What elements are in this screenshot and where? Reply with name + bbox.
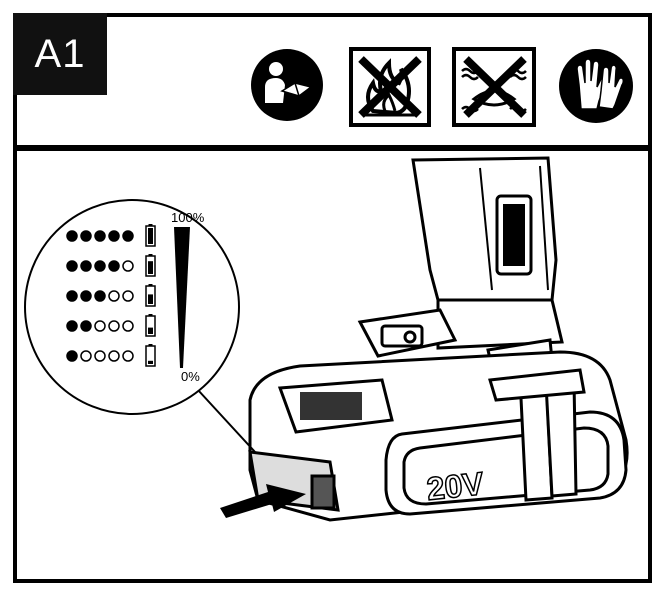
- drill-handle: [357, 156, 564, 370]
- wear-gloves-icon: [559, 49, 633, 123]
- push-arrow: [220, 484, 306, 518]
- led-on-dot: [66, 260, 78, 272]
- led-on-dot: [80, 260, 92, 272]
- battery-glyph-cap: [148, 224, 153, 226]
- led-off-dot: [122, 290, 134, 302]
- led-on-dot: [66, 290, 78, 302]
- led-on-dot: [94, 260, 106, 272]
- led-on-dot: [80, 320, 92, 332]
- battery-glyph-cap: [148, 254, 153, 256]
- battery-glyph-cap: [148, 344, 153, 346]
- led-on-dot: [108, 230, 120, 242]
- charge-level-row: [66, 314, 156, 337]
- led-off-dot: [94, 320, 106, 332]
- no-fire-icon: [349, 47, 431, 127]
- battery-glyph-cap: [148, 314, 153, 316]
- panel-label: A1: [34, 32, 86, 76]
- charge-gradient-wedge: [174, 227, 190, 368]
- battery-glyph-fill: [148, 327, 153, 334]
- battery-glyph-fill: [148, 360, 153, 364]
- label-100-percent: 100%: [171, 210, 205, 225]
- battery-glyph-fill: [148, 294, 153, 304]
- led-off-dot: [108, 320, 120, 332]
- battery-voltage-label: 20V: [425, 465, 486, 507]
- led-off-dot: [122, 320, 134, 332]
- battery-glyph-icon: [145, 315, 156, 337]
- led-on-dot: [122, 230, 134, 242]
- read-manual-icon: [251, 49, 323, 121]
- charge-level-rows: [66, 224, 156, 367]
- led-on-dot: [66, 350, 78, 362]
- label-0-percent: 0%: [181, 369, 200, 384]
- charge-level-row: [66, 284, 156, 307]
- led-on-dot: [94, 290, 106, 302]
- led-on-dot: [80, 290, 92, 302]
- callout-line: [197, 389, 256, 453]
- led-off-dot: [122, 350, 134, 362]
- charge-level-row: [66, 344, 156, 367]
- led-off-dot: [80, 350, 92, 362]
- led-off-dot: [94, 350, 106, 362]
- battery-glyph-fill: [148, 228, 153, 244]
- charge-level-row: [66, 224, 156, 247]
- panel-label-box: A1: [13, 13, 107, 95]
- led-on-dot: [66, 320, 78, 332]
- battery-glyph-fill: [148, 261, 153, 274]
- led-off-dot: [108, 350, 120, 362]
- charge-level-row: [66, 254, 156, 277]
- led-on-dot: [80, 230, 92, 242]
- led-off-dot: [108, 290, 120, 302]
- led-on-dot: [108, 260, 120, 272]
- battery-glyph-icon: [145, 345, 156, 367]
- led-off-dot: [122, 260, 134, 272]
- no-water-icon: [452, 47, 536, 127]
- battery-pack: [248, 350, 629, 522]
- led-on-dot: [66, 230, 78, 242]
- led-on-dot: [94, 230, 106, 242]
- battery-glyph-cap: [148, 284, 153, 286]
- battery-diagram: 20V 100% 0%: [24, 156, 629, 522]
